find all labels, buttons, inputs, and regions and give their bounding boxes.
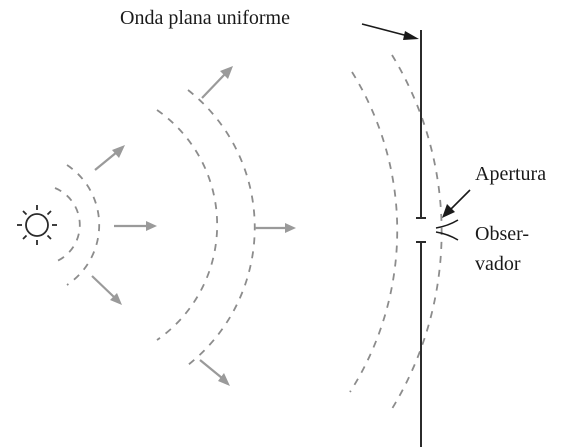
propagation-arrow-right-2 [255, 223, 296, 233]
plane-wave-label: Onda plana uniforme [120, 7, 290, 29]
aperture-pointer [442, 189, 471, 218]
wavefront-5 [349, 71, 399, 393]
wavefront-2 [66, 164, 101, 286]
aperture-label: Apertura [475, 163, 546, 185]
wavefront-1 [54, 187, 81, 263]
sun-icon [17, 205, 57, 245]
observer-label-line1: Obser- [475, 223, 529, 245]
wavefront-3 [156, 109, 219, 341]
propagation-arrow-up-1 [94, 145, 125, 171]
eye-icon [435, 219, 459, 241]
propagation-arrow-down-2 [199, 359, 230, 386]
propagation-arrow-right-1 [114, 221, 157, 231]
wavefront-4 [187, 89, 256, 366]
propagation-arrow-down-1 [91, 275, 122, 305]
observer-label-line2: vador [475, 253, 521, 275]
plane-wave-pointer [361, 23, 419, 40]
propagation-arrow-up-2 [201, 66, 233, 99]
